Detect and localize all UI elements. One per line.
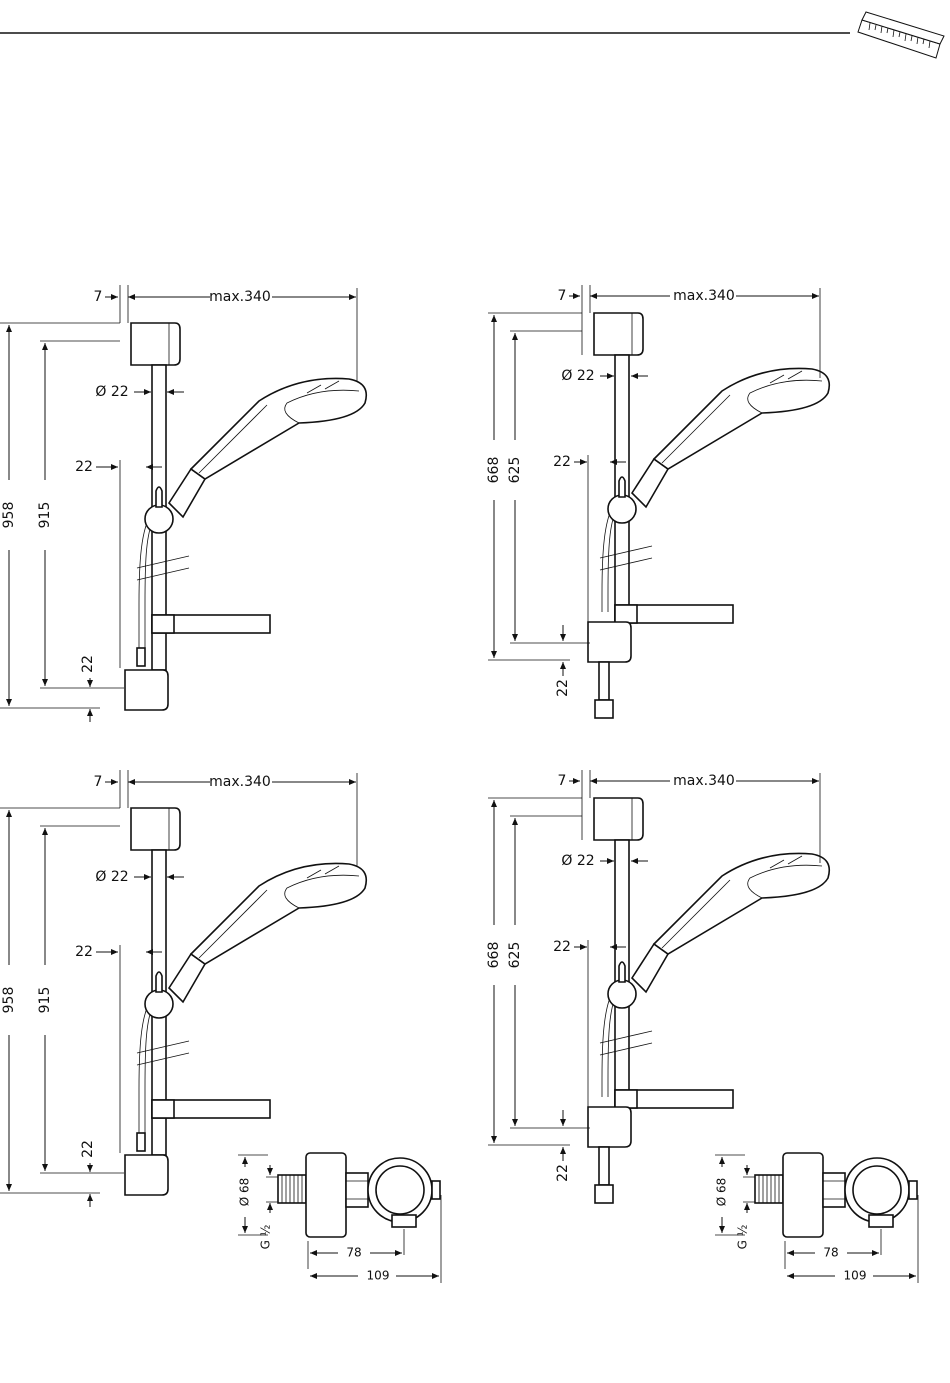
hose-stub xyxy=(599,1147,609,1185)
soap-tray-clip xyxy=(615,1090,637,1108)
shower-hose-inner xyxy=(145,523,152,660)
dimension-label: 22 xyxy=(80,655,96,673)
shower-hose xyxy=(139,513,152,660)
union-nut xyxy=(346,1173,368,1207)
wall-rosette xyxy=(306,1153,346,1237)
dimension-label: max.340 xyxy=(673,773,735,789)
elbow-outlet xyxy=(853,1166,901,1214)
dimension-label: 915 xyxy=(37,987,53,1014)
panel-short-rail-top-right: 7 max.340 Ø 22 22 668 625 22 xyxy=(486,285,829,718)
dimension-label: 915 xyxy=(37,502,53,529)
shower-handle-base xyxy=(169,469,205,517)
dimension-label: Ø 68 xyxy=(715,1178,729,1207)
shower-hose-inner xyxy=(145,1008,152,1145)
soap-tray-clip xyxy=(152,1100,174,1118)
dimension-label: G ½ xyxy=(259,1225,273,1250)
dimension-label: 625 xyxy=(507,942,523,969)
slider-lever xyxy=(156,972,162,992)
bottom-wall-bracket xyxy=(588,1107,631,1147)
shower-hose-inner xyxy=(608,513,615,612)
dimension-label: 22 xyxy=(553,454,571,470)
hand-shower xyxy=(654,853,829,954)
panel-long-rail-top-left: 7 max.340 Ø 22 22 958 915 22 xyxy=(0,285,366,722)
hand-shower xyxy=(191,863,366,964)
hand-shower xyxy=(191,378,366,479)
wall-elbow-detail-right: Ø 68 G ½ 78 109 xyxy=(715,1153,919,1283)
top-wall-bracket xyxy=(131,808,180,850)
dimension-label: 668 xyxy=(486,942,502,969)
slider-knob xyxy=(608,980,636,1008)
dimension-label: 958 xyxy=(1,987,17,1014)
hose-connector xyxy=(137,1133,145,1151)
ruler-icon xyxy=(858,12,944,58)
shower-hose-inner xyxy=(608,998,615,1097)
slider-knob xyxy=(145,505,173,533)
dimension-label: 109 xyxy=(367,1269,390,1283)
wall-elbow-detail-left: Ø 68 G ½ 78 109 xyxy=(238,1153,442,1283)
soap-tray-clip xyxy=(615,605,637,623)
slider-lever xyxy=(156,487,162,507)
hand-shower xyxy=(654,368,829,469)
dimension-label: 7 xyxy=(558,288,567,304)
shower-handle-base xyxy=(169,954,205,1002)
dimension-label: 22 xyxy=(555,1164,571,1182)
dimension-label: max.340 xyxy=(209,774,271,790)
hose-connector xyxy=(137,648,145,666)
top-wall-bracket xyxy=(594,798,643,840)
bottom-wall-bracket xyxy=(125,670,168,710)
shower-handle-base xyxy=(632,944,668,992)
dimension-label: max.340 xyxy=(673,288,735,304)
dimension-label: Ø 22 xyxy=(95,384,128,400)
dimension-label: 109 xyxy=(844,1269,867,1283)
dimension-label: 78 xyxy=(823,1246,838,1260)
dimension-label: G ½ xyxy=(736,1225,750,1250)
dimension-label: Ø 22 xyxy=(561,853,594,869)
elbow-bottom-outlet xyxy=(392,1215,416,1227)
slider-knob xyxy=(608,495,636,523)
slider-lever xyxy=(619,477,625,497)
hose-nut xyxy=(595,700,613,718)
dimension-label: 22 xyxy=(75,944,93,960)
dimension-label: max.340 xyxy=(209,289,271,305)
elbow-cap xyxy=(909,1181,917,1199)
dimension-label: 7 xyxy=(94,774,103,790)
dimension-label: 22 xyxy=(80,1140,96,1158)
shower-hose xyxy=(139,998,152,1145)
dimension-label: 22 xyxy=(553,939,571,955)
elbow-outlet xyxy=(376,1166,424,1214)
panel-long-rail-bottom-left: 7 max.340 Ø 22 22 958 915 22 xyxy=(0,770,366,1207)
elbow-cap xyxy=(432,1181,440,1199)
top-wall-bracket xyxy=(131,323,180,365)
soap-tray-clip xyxy=(152,615,174,633)
slider-knob xyxy=(145,990,173,1018)
hose-stub xyxy=(599,662,609,700)
dimension-label: 22 xyxy=(75,459,93,475)
dimension-label: Ø 22 xyxy=(561,368,594,384)
hose-nut xyxy=(595,1185,613,1203)
bottom-wall-bracket xyxy=(125,1155,168,1195)
union-nut xyxy=(823,1173,845,1207)
dimension-label: 78 xyxy=(346,1246,361,1260)
dimension-label: 7 xyxy=(94,289,103,305)
elbow-bottom-outlet xyxy=(869,1215,893,1227)
dimension-label: 668 xyxy=(486,457,502,484)
panel-short-rail-bottom-right: 7 max.340 Ø 22 22 668 625 22 xyxy=(486,770,829,1203)
bottom-wall-bracket xyxy=(588,622,631,662)
dimension-label: 625 xyxy=(507,457,523,484)
dimension-label: 22 xyxy=(555,679,571,697)
wall-rosette xyxy=(783,1153,823,1237)
top-wall-bracket xyxy=(594,313,643,355)
dimension-label: Ø 68 xyxy=(238,1178,252,1207)
dimension-label: 958 xyxy=(1,502,17,529)
dimension-label: 7 xyxy=(558,773,567,789)
slider-lever xyxy=(619,962,625,982)
dimension-label: Ø 22 xyxy=(95,869,128,885)
shower-handle-base xyxy=(632,459,668,507)
